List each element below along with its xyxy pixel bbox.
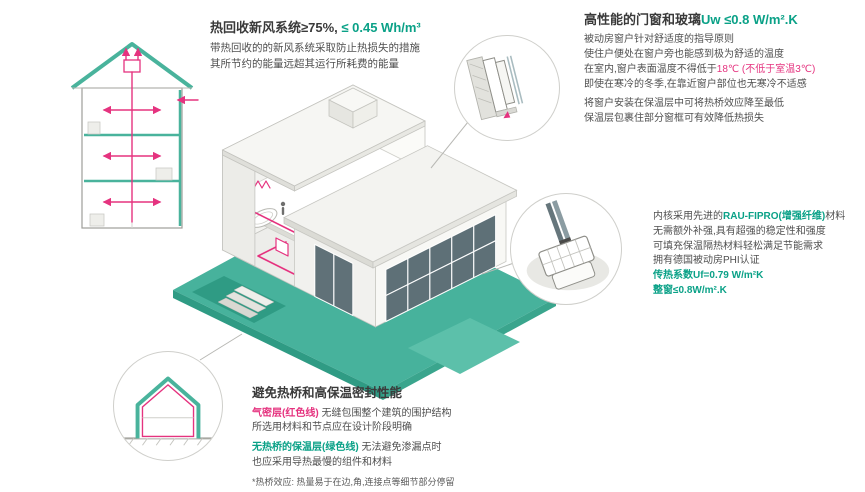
profile-material-section: 内核采用先进的RAU-FIPRO(增强纤维)材料 无需额外补强,具有超强的稳定性…: [653, 210, 865, 299]
windows-title-text: 高性能的门窗和玻璃: [584, 12, 702, 27]
temperature-highlight: 18℃ (不低于室温3℃): [716, 63, 816, 75]
body-line: 使住户便处在窗户旁也能感到极为舒适的温度: [584, 49, 784, 61]
windows-title: 高性能的门窗和玻璃Uw ≤0.8 W/m².K: [584, 12, 858, 28]
glazed-windows: [314, 213, 497, 323]
airtight-layer-label: 气密层(红色线): [252, 407, 319, 419]
body-line: 被动房窗户针对舒适度的指导原则: [584, 34, 734, 46]
body-line: 内核采用先进的RAU-FIPRO(增强纤维)材料: [653, 210, 865, 225]
body-line-text: 无缝包围整个建筑的围护结构: [318, 407, 452, 419]
heat-recovery-title-text: 热回收新风系统≥75%,: [210, 20, 338, 35]
heat-recovery-section: 热回收新风系统≥75%, ≤ 0.45 Wh/m³ 带热回收的的新风系统采取防止…: [210, 20, 480, 73]
thermal-bridge-title: 避免热桥和高保温密封性能: [252, 386, 403, 400]
body-line: 带热回收的的新风系统采取防止热损失的措施: [210, 42, 420, 55]
furniture-sketch: [87, 121, 173, 227]
thermal-bridge-footnote: *热桥效应: 热量易于在边,角,连接点等细节部分停留: [252, 476, 455, 487]
windows-section: 高性能的门窗和玻璃Uw ≤0.8 W/m².K 被动房窗户针对舒适度的指导原则 …: [584, 12, 858, 127]
body-line-text: 在室内,窗户表面温度不得低于: [584, 63, 717, 75]
window-profile-detail-callout: [510, 193, 622, 305]
body-line: 可填充保温隔热材料轻松满足节能需求: [653, 240, 823, 252]
body-line: 无需额外补强,具有超强的稳定性和强度: [653, 225, 826, 237]
u-value-line: 传热系数Uf=0.79 W/m²K: [653, 270, 764, 282]
person-figure: [280, 201, 286, 215]
window-install-detail-callout: [454, 35, 560, 141]
body-line: 气密层(红色线) 无缝包围整个建筑的围护结构: [252, 407, 562, 422]
thermal-envelope-detail-callout: [113, 351, 223, 461]
body-line-text: 无法避免渗漏点时: [358, 442, 442, 454]
body-line: 其所节约的能量远超其运行所耗费的能量: [210, 58, 399, 70]
windows-title-value: Uw ≤0.8 W/m².K: [701, 12, 798, 27]
isometric-house-illustration: [173, 84, 556, 400]
material-name-highlight: RAU-FIPRO(增强纤维): [723, 211, 826, 222]
body-line: 所选用材料和节点应在设计阶段明确: [252, 422, 412, 434]
envelope-section-drawing: [121, 376, 215, 446]
heat-recovery-unit-and-ducts: [102, 47, 199, 223]
heat-recovery-title: 热回收新风系统≥75%, ≤ 0.45 Wh/m³: [210, 20, 480, 36]
window-profile-drawing: [526, 200, 610, 291]
left-wing-walls-roof: [221, 84, 426, 267]
ground-floor-pipes: [257, 237, 299, 277]
insulation-layer-green-line: [135, 376, 201, 439]
flat-roof-slab: [283, 145, 518, 269]
body-line: 即使在寒冷的冬季,在靠近窗户部位也无寒冷不适感: [584, 78, 807, 90]
body-line: 将窗户安装在保温层中可将热桥效应降至最低: [584, 98, 784, 110]
body-line: 拥有德国被动房PHI认证: [653, 255, 760, 267]
body-line-text: 内核采用先进的: [653, 211, 723, 222]
garden-stairs: [217, 285, 275, 319]
house-cross-section-ventilation-illustration: [70, 42, 199, 229]
body-line: 保温层包裹住部分窗框可有效降低热损失: [584, 113, 764, 125]
window-corner-detail-drawing: [466, 55, 524, 121]
heat-recovery-title-value: ≤ 0.45 Wh/m³: [337, 20, 421, 35]
body-line: 无热桥的保温层(绿色线) 无法避免渗漏点时: [252, 441, 562, 456]
body-line: 在室内,窗户表面温度不得低于18℃ (不低于室温3℃): [584, 63, 858, 78]
insulation-layer-label: 无热桥的保温层(绿色线): [252, 442, 359, 454]
window-u-value-line: 整窗≤0.8W/m².K: [653, 284, 727, 296]
body-line-text: 材料: [825, 211, 846, 222]
body-line: 也应采用导热最慢的组件和材料: [252, 457, 392, 469]
airtight-layer-red-line: [141, 383, 195, 438]
thermal-bridge-section: 避免热桥和高保温密封性能 气密层(红色线) 无缝包围整个建筑的围护结构 所选用材…: [252, 386, 562, 489]
